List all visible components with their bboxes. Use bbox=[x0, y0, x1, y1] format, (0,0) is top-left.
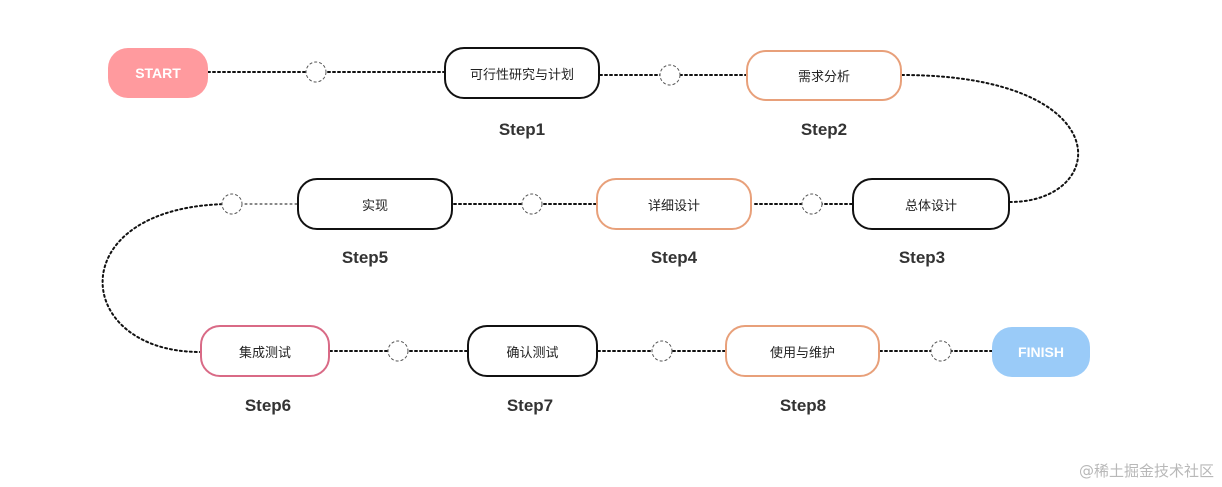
start-node: START bbox=[108, 48, 208, 98]
task-step3: 总体设计 bbox=[852, 178, 1010, 230]
step-label-7: Step7 bbox=[506, 396, 554, 415]
connector-node-3 bbox=[801, 193, 823, 215]
task-step8: 使用与维护 bbox=[725, 325, 880, 377]
finish-node: FINISH bbox=[992, 327, 1090, 377]
connector-node-8 bbox=[930, 340, 952, 362]
watermark: @稀土掘金技术社区 bbox=[1078, 462, 1214, 480]
connector-step2-step3 bbox=[901, 74, 1080, 203]
step-label-5: Step5 bbox=[341, 248, 389, 267]
step-label-4: Step4 bbox=[650, 248, 698, 267]
connector-loop-step6 bbox=[101, 203, 233, 353]
connector-node-5 bbox=[221, 193, 243, 215]
connector-node-4 bbox=[521, 193, 543, 215]
step-label-6: Step6 bbox=[244, 396, 292, 415]
step-label-8: Step8 bbox=[779, 396, 827, 415]
task-step2: 需求分析 bbox=[746, 50, 902, 101]
task-step6: 集成测试 bbox=[200, 325, 330, 377]
connector-node-7 bbox=[651, 340, 673, 362]
connector-node-1 bbox=[305, 61, 327, 83]
task-step1: 可行性研究与计划 bbox=[444, 47, 600, 99]
task-step5: 实现 bbox=[297, 178, 453, 230]
connector-node-2 bbox=[659, 64, 681, 86]
step-label-1: Step1 bbox=[498, 120, 546, 139]
task-step7: 确认测试 bbox=[467, 325, 598, 377]
connector-node-6 bbox=[387, 340, 409, 362]
step-label-2: Step2 bbox=[800, 120, 848, 139]
task-step4: 详细设计 bbox=[596, 178, 752, 230]
step-label-3: Step3 bbox=[898, 248, 946, 267]
